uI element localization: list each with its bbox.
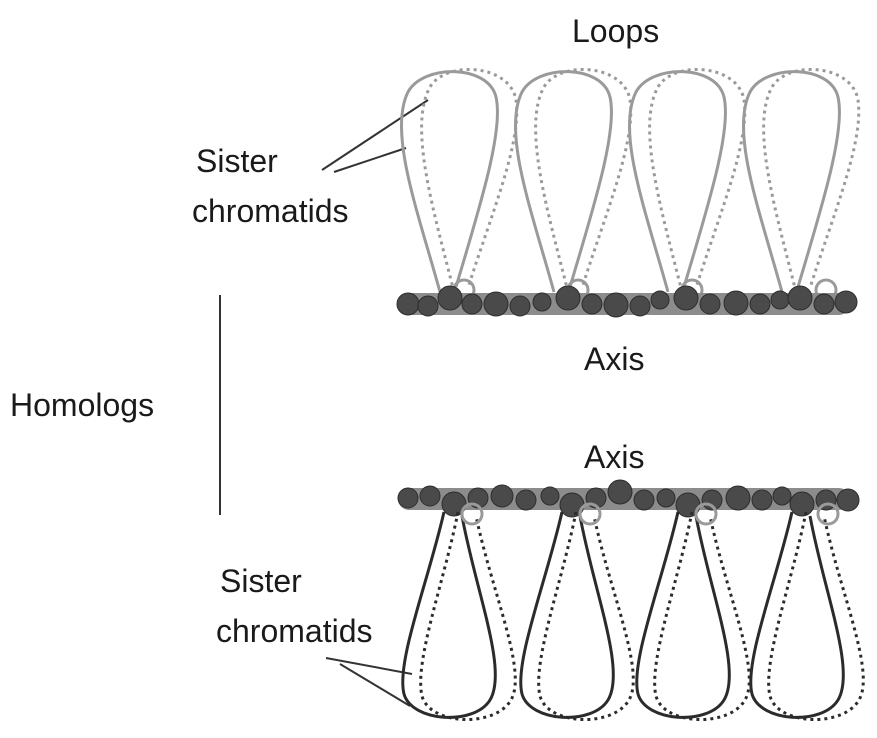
top-loop-4 xyxy=(743,69,858,292)
bottom-loops xyxy=(403,504,864,720)
bottom-loop-4 xyxy=(751,512,864,720)
sister-chromatids-top-label-line2: chromatids xyxy=(192,193,349,229)
top-loop-2 xyxy=(515,69,630,292)
axis-top-label: Axis xyxy=(584,341,644,377)
sister-chromatids-bottom-label-line1: Sister xyxy=(220,563,302,599)
bottom-axis xyxy=(398,480,859,517)
loops-label: Loops xyxy=(572,13,659,49)
top-loop-1 xyxy=(401,69,516,292)
top-loop-3 xyxy=(629,69,744,292)
top-axis xyxy=(397,286,857,317)
sister-chromatids-top-label-line1: Sister xyxy=(196,143,278,179)
bottom-sister-chromatids-leaders xyxy=(326,658,412,706)
top-loops xyxy=(401,69,858,300)
top-sister-chromatids-leaders xyxy=(322,100,428,172)
bottom-loop-1 xyxy=(403,512,516,720)
axis-bottom-label: Axis xyxy=(584,439,644,475)
sister-chromatids-bottom-label-line2: chromatids xyxy=(216,613,373,649)
homologs-label: Homologs xyxy=(10,387,154,423)
bottom-loop-3 xyxy=(637,512,750,720)
bottom-loop-2 xyxy=(521,512,634,720)
